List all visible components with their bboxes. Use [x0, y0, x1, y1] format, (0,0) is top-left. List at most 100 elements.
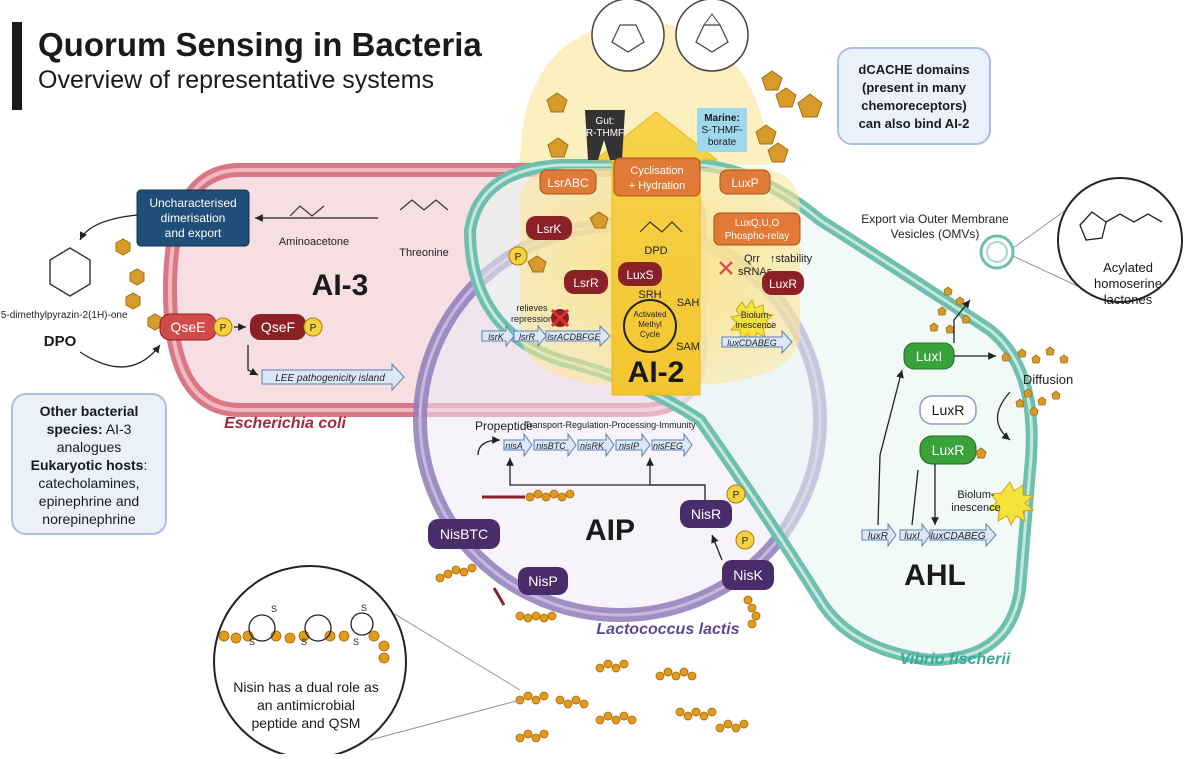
- ai2-pentagons: [527, 70, 823, 273]
- marine-box: [697, 108, 747, 152]
- lsrk-protein: [526, 216, 572, 240]
- gene-lsrk: lsrK: [488, 332, 504, 342]
- other-line3: analogues: [57, 439, 122, 455]
- omv-vesicle: [979, 234, 1015, 270]
- luxcdabeg-ai2-label: luxCDABEG: [727, 338, 777, 348]
- cyclisation-box: [613, 157, 701, 197]
- acylated-line2: homoserine: [1094, 276, 1162, 291]
- luxr-active: [919, 435, 977, 465]
- gene-nisip: nisIP: [619, 441, 639, 451]
- ahl-molecules: [929, 286, 1069, 416]
- sulfur-4: S: [353, 637, 359, 647]
- acylated-line1: Acylated: [1103, 260, 1153, 275]
- biolum-burst-ai2: [729, 298, 775, 342]
- lanthionine-ring-2: [304, 614, 332, 642]
- ai2-label: AI-2: [628, 356, 685, 389]
- borate-bridge: [703, 13, 721, 26]
- relieves-line2: repression: [511, 314, 553, 324]
- qsef-p: P: [310, 323, 317, 334]
- dpo-abbrev: DPO: [44, 333, 77, 350]
- luxp-label: LuxP: [731, 176, 758, 190]
- gene-nisrk: nisRK: [580, 441, 605, 451]
- dpo-arrow: [79, 344, 161, 368]
- diffusion-arrow: [996, 391, 1011, 441]
- gene-luxcdabeg: luxCDABEG: [930, 531, 985, 542]
- dcache-box: [837, 47, 991, 145]
- other-line5: catecholamines,: [38, 475, 139, 491]
- aminoacetone-structure: [289, 205, 325, 217]
- luxcdabeg-ai2-gene: [721, 329, 793, 355]
- gut-molecule: R-THMF: [586, 128, 624, 139]
- cycle-line2: Methyl: [638, 320, 662, 329]
- luxp-receptor: [719, 169, 771, 195]
- dcache-line4: can also bind AI-2: [859, 116, 970, 131]
- nisk-p: P: [742, 536, 749, 547]
- biolum-ai2-line2: inescence: [736, 320, 777, 330]
- lsrabc-label: LsrABC: [547, 176, 589, 190]
- gene-nisbtc: nisBTC: [536, 441, 566, 451]
- nis-gene-cluster: [503, 432, 693, 458]
- luxr-gene-to-protein-arrow: [877, 369, 904, 526]
- gut-icon: [585, 110, 625, 160]
- nisin-note-line2: an antimicrobial: [257, 697, 355, 713]
- ahl-bound-molecule: [975, 447, 987, 459]
- cycle-line1: Activated: [634, 310, 667, 319]
- gene-lsrr: lsrR: [519, 332, 535, 342]
- qrr-cross-icon: [719, 261, 733, 275]
- phosphorelay-line2: Phospho-relay: [725, 231, 789, 242]
- aminoacetone-label: Aminoacetone: [279, 236, 349, 248]
- ai3-label: AI-3: [312, 269, 369, 302]
- nisk-protein: [722, 560, 774, 590]
- lee-label: LEE pathogenicity island: [275, 373, 385, 384]
- nisr-protein: [680, 500, 732, 528]
- sah-label: SAH: [677, 297, 700, 309]
- dimerisation-box: [136, 189, 250, 247]
- luxr-ai2-label: LuxR: [769, 277, 797, 291]
- export-line2: Vesicles (OMVs): [891, 227, 980, 241]
- r-thmf-structure: [591, 0, 665, 72]
- nisr-p: P: [733, 490, 740, 501]
- srh-label: SRH: [638, 289, 661, 301]
- qsef-phosphate: [303, 317, 323, 337]
- nisk-label: NisK: [733, 567, 763, 583]
- nisr-to-nisfeg-arrow: [646, 458, 705, 486]
- ecoli-label: Escherichia coli: [224, 415, 346, 432]
- marine-molecule-2: borate: [708, 137, 737, 148]
- vibrio-label: Vibrio fischerii: [900, 651, 1011, 668]
- qsef-to-lee-arrow: [247, 345, 259, 376]
- dpd-structure: [639, 221, 683, 233]
- dimerisation-line3: and export: [165, 226, 222, 240]
- omv-vesicle-inner: [986, 241, 1008, 263]
- ahl-acyl-chain: [1105, 213, 1163, 223]
- sam-label: SAM: [676, 341, 700, 353]
- nisr-phosphate: [726, 484, 746, 504]
- lanthionine-ring-3: [350, 612, 374, 636]
- lee-island-gene: [261, 362, 405, 392]
- dimerisation-line2: dimerisation: [161, 211, 226, 225]
- phosphorelay-box: [713, 212, 801, 246]
- propeptide-arrow: [477, 436, 501, 456]
- cycle-line3: Cycle: [640, 330, 661, 339]
- gene-lsracdbfge: lsrACDBFGE: [547, 332, 601, 342]
- biolum-ahl-line1: Biolum-: [957, 489, 995, 501]
- lsr-gene-cluster: [481, 324, 611, 348]
- lanthionine-ring-1: [248, 614, 276, 642]
- nisr-label: NisR: [691, 506, 721, 522]
- lsrk-p: P: [515, 252, 522, 263]
- lsrabc-transporter: [539, 169, 597, 195]
- luxi-label: LuxI: [916, 348, 942, 364]
- biolum-ahl-line2: inescence: [951, 502, 1001, 514]
- luxr-active-label: LuxR: [932, 442, 965, 458]
- lsrr-label: LsrR: [573, 276, 599, 290]
- ahl-lactone-ring: [1079, 211, 1107, 241]
- threonine-label: Threonine: [399, 247, 449, 259]
- biolum-burst-ahl: [987, 481, 1035, 527]
- zoom-line-2: [369, 699, 521, 741]
- marine-molecule-1: S-THMF-: [701, 125, 742, 136]
- gene-luxr: luxR: [868, 531, 888, 542]
- r-thmf-ring: [611, 24, 645, 53]
- export-line1: Export via Outer Membrane: [861, 212, 1009, 226]
- aip-label: AIP: [585, 514, 635, 547]
